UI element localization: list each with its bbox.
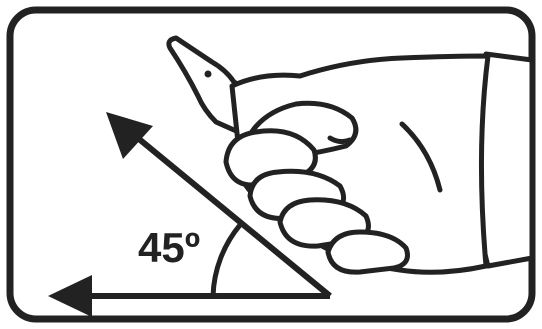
angle-label: 45º bbox=[138, 224, 200, 271]
